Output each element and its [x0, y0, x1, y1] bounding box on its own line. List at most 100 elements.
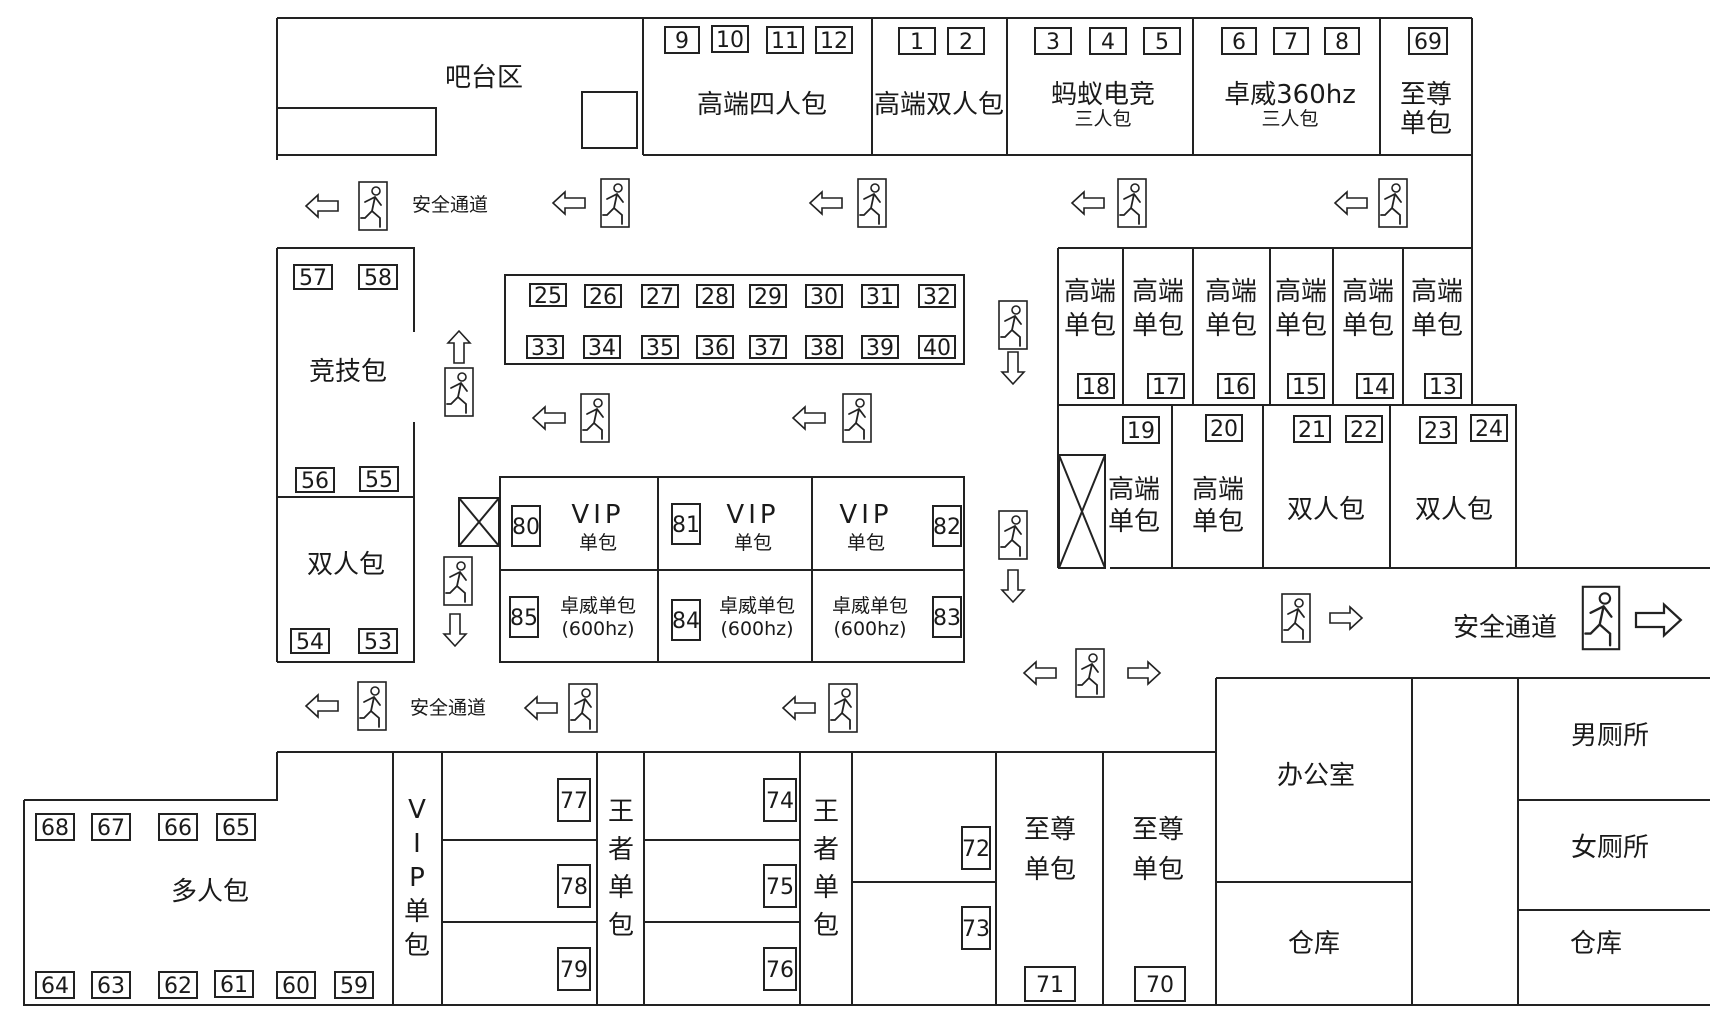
label-zowie-83: 卓威单包	[832, 595, 908, 617]
exit-running-man-icon	[828, 683, 858, 733]
seat-75: 75	[763, 864, 797, 908]
label-vip-81-single: 单包	[734, 532, 772, 554]
seat-82: 82	[932, 505, 962, 547]
seat-number: 70	[1146, 973, 1174, 998]
seat-number: 11	[771, 29, 799, 54]
seat-number: 78	[560, 875, 588, 900]
arrow-right-icon	[1634, 602, 1683, 638]
seat-number: 56	[301, 469, 329, 494]
seat-number: 33	[531, 336, 559, 361]
seat-27: 27	[641, 284, 679, 310]
arrow-down-icon	[1000, 351, 1026, 386]
seat-number: 40	[923, 336, 951, 361]
exit-running-man-icon	[1117, 178, 1147, 228]
seat-number: 68	[41, 816, 69, 841]
seat-3: 3	[1034, 27, 1072, 55]
seat-67: 67	[91, 813, 131, 841]
seat-number: 55	[365, 468, 393, 493]
seat-55: 55	[359, 466, 399, 493]
seat-number: 5	[1155, 30, 1169, 55]
seat-17: 17	[1147, 373, 1185, 400]
label-exit-top: 安全通道	[412, 194, 488, 216]
room-labels: 吧台区 高端四人包 高端双人包 蚂蚁电竞 三人包 卓威360hz 三人包 至尊 …	[171, 63, 1649, 961]
seat-22: 22	[1345, 415, 1383, 443]
seat-number: 25	[534, 284, 562, 309]
arrow-down-icon	[442, 613, 468, 648]
seat-40: 40	[918, 335, 956, 361]
seat-81: 81	[671, 503, 701, 545]
seat-61: 61	[214, 970, 254, 998]
label-premium-single-15a: 高端	[1275, 277, 1327, 307]
seat-63: 63	[91, 971, 131, 999]
exit-running-man-icon	[580, 393, 610, 443]
label-premium-single-14b: 单包	[1342, 311, 1394, 341]
seat-13: 13	[1424, 373, 1462, 400]
seat-80: 80	[511, 505, 541, 547]
label-storage-2: 仓库	[1570, 929, 1622, 959]
seat-number: 53	[364, 630, 392, 655]
label-vip-single-col-1: V	[408, 795, 426, 825]
label-king-1-d: 包	[608, 911, 634, 941]
seat-number: 82	[933, 515, 961, 540]
seat-number: 84	[672, 609, 700, 634]
seat-33: 33	[526, 335, 564, 361]
seat-number: 2	[959, 30, 973, 55]
seat-31: 31	[861, 284, 899, 310]
exit-running-man-icon	[600, 178, 630, 228]
seat-32: 32	[918, 284, 956, 310]
label-zowie-84: 卓威单包	[719, 595, 795, 617]
label-premium-single-13b: 单包	[1411, 311, 1463, 341]
seat-56: 56	[295, 467, 335, 494]
seat-59: 59	[334, 971, 374, 999]
seat-number: 85	[510, 606, 538, 631]
seat-number: 57	[299, 266, 327, 291]
exit-running-man-icon	[1075, 648, 1105, 698]
seat-76: 76	[763, 947, 797, 991]
label-multi: 多人包	[171, 877, 249, 907]
label-premium-single-18a: 高端	[1064, 277, 1116, 307]
seat-7: 7	[1273, 27, 1309, 55]
seat-number: 28	[701, 285, 729, 310]
seat-8: 8	[1324, 27, 1360, 55]
seat-36: 36	[696, 335, 734, 361]
seat-number: 20	[1210, 417, 1238, 442]
label-supreme-70-b: 单包	[1132, 855, 1184, 885]
arrow-right-icon	[1127, 660, 1162, 686]
label-vip-single-col-3: P	[409, 863, 425, 893]
label-premium-4: 高端四人包	[697, 90, 827, 120]
label-mens: 男厕所	[1571, 721, 1649, 751]
arrow-left-icon	[523, 695, 558, 721]
seat-14: 14	[1356, 373, 1394, 400]
label-supreme-70-a: 至尊	[1132, 815, 1184, 845]
label-supreme-71-b: 单包	[1024, 855, 1076, 885]
seat-number: 4	[1101, 30, 1115, 55]
seat-number: 38	[810, 336, 838, 361]
label-ant-esports: 蚂蚁电竞	[1051, 80, 1155, 110]
label-premium-single-15b: 单包	[1275, 311, 1327, 341]
seat-number: 16	[1222, 375, 1250, 400]
arrow-left-icon	[1022, 660, 1057, 686]
label-king-1-c: 单	[608, 873, 634, 903]
seat-23: 23	[1419, 416, 1457, 444]
label-vip-80-single: 单包	[579, 532, 617, 554]
seat-number: 19	[1127, 419, 1155, 444]
seat-number: 66	[164, 816, 192, 841]
seat-number: 12	[820, 29, 848, 54]
seat-number: 15	[1292, 375, 1320, 400]
seat-number: 76	[766, 958, 794, 983]
seat-number: 23	[1424, 419, 1452, 444]
label-king-2-a: 王	[813, 797, 839, 827]
label-zowie-85-hz: (600hz)	[561, 618, 634, 640]
label-premium-single-14a: 高端	[1342, 277, 1394, 307]
seat-number: 39	[866, 336, 894, 361]
seat-84: 84	[671, 599, 701, 641]
label-premium-single-20b: 单包	[1192, 507, 1244, 537]
seat-9: 9	[664, 26, 700, 54]
seat-78: 78	[557, 864, 591, 908]
label-exit-bottom: 安全通道	[410, 697, 486, 719]
exit-running-man-icon	[842, 393, 872, 443]
seat-number: 1	[910, 30, 924, 55]
arrow-left-icon	[1070, 190, 1105, 216]
seat-number: 67	[97, 816, 125, 841]
exit-running-man-icon	[1581, 585, 1621, 651]
